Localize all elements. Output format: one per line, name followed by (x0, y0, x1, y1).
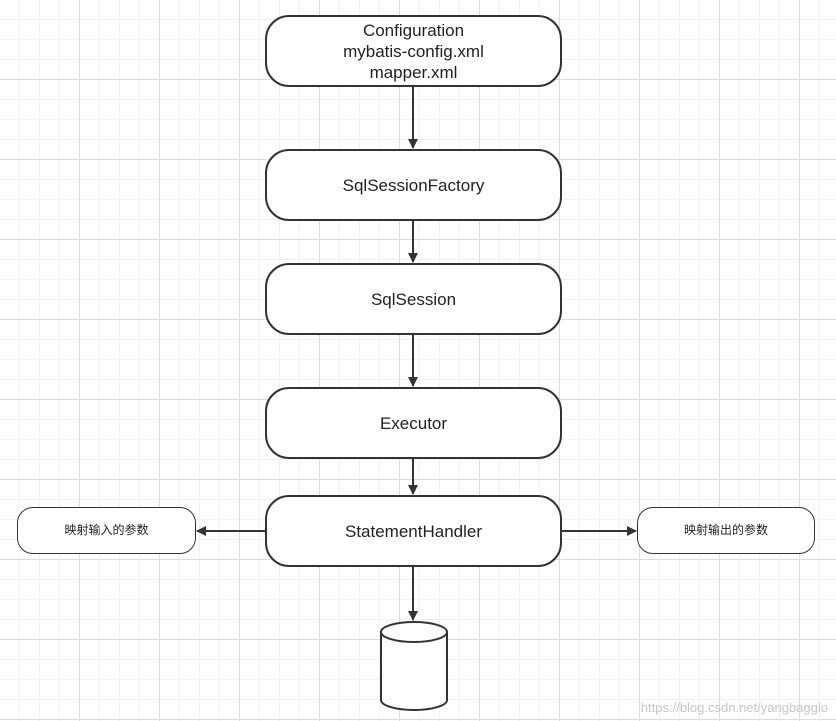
executor-label: Executor (379, 413, 448, 433)
executor-node: Executor (265, 387, 562, 459)
sqlsessionfactory-node: SqlSessionFactory (265, 149, 562, 221)
configuration-label: Configuration (362, 20, 465, 40)
mapper-xml-label: mapper.xml (369, 62, 458, 82)
sqlsession-node: SqlSession (265, 263, 562, 335)
output-params-label: 映射输出的参数 (683, 523, 768, 537)
sqlsession-label: SqlSession (370, 289, 457, 309)
output-params-node: 映射输出的参数 (637, 507, 815, 554)
sqlsessionfactory-label: SqlSessionFactory (342, 175, 485, 195)
mybatis-config-label: mybatis-config.xml (343, 41, 484, 61)
statementhandler-node: StatementHandler (265, 495, 562, 567)
configuration-node: Configuration mybatis-config.xml mapper.… (265, 15, 562, 87)
watermark-text: https://blog.csdn.net/yangbaggio (640, 700, 828, 715)
database-cylinder-icon (380, 621, 448, 711)
input-params-node: 映射输入的参数 (17, 507, 196, 554)
statementhandler-label: StatementHandler (344, 521, 483, 541)
input-params-label: 映射输入的参数 (64, 523, 149, 537)
